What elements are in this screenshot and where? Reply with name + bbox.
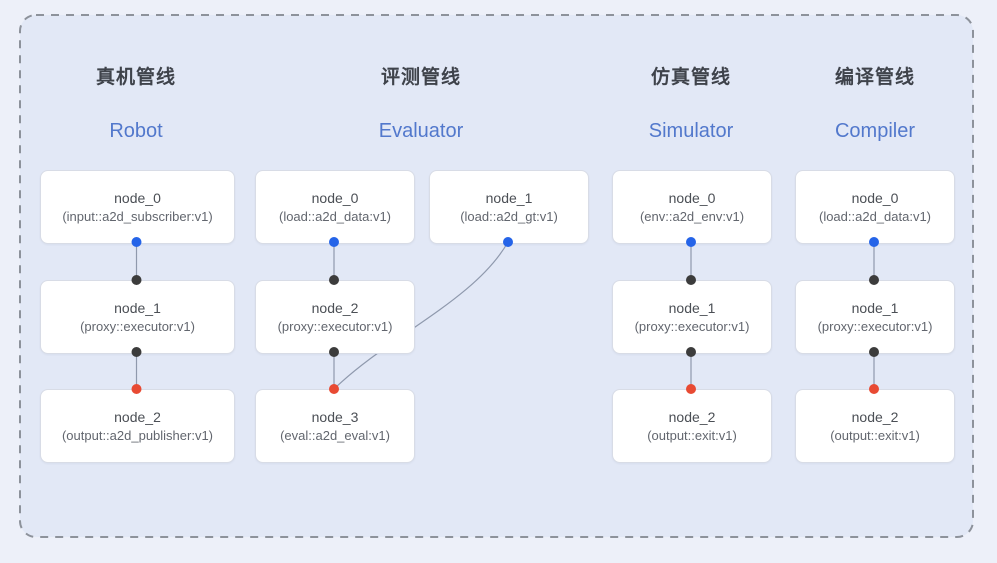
node-type: (input::a2d_subscriber:v1) bbox=[62, 209, 213, 224]
node-box-robot-node_1: node_1(proxy::executor:v1) bbox=[40, 280, 235, 354]
node-box-evaluator-node_0: node_0(load::a2d_data:v1) bbox=[255, 170, 415, 244]
node-type: (load::a2d_data:v1) bbox=[818, 209, 932, 224]
node-label: node_1 bbox=[851, 300, 899, 316]
node-type: (output::exit:v1) bbox=[647, 428, 737, 443]
pipeline-title-en-compiler: Compiler bbox=[834, 120, 916, 142]
node-box-simulator-node_2: node_2(output::exit:v1) bbox=[612, 389, 772, 463]
node-box-robot-node_2: node_2(output::a2d_publisher:v1) bbox=[40, 389, 235, 463]
pipeline-title-zh-simulator: 仿真管线 bbox=[650, 67, 732, 88]
node-box-evaluator-node_2: node_2(proxy::executor:v1) bbox=[255, 280, 415, 354]
node-type: (proxy::executor:v1) bbox=[277, 319, 393, 334]
node-label: node_3 bbox=[311, 409, 359, 425]
node-type: (proxy::executor:v1) bbox=[80, 319, 195, 334]
node-type: (proxy::executor:v1) bbox=[817, 319, 933, 334]
node-type: (proxy::executor:v1) bbox=[634, 319, 750, 334]
node-label: node_0 bbox=[311, 190, 359, 206]
node-box-compiler-node_2: node_2(output::exit:v1) bbox=[795, 389, 955, 463]
node-label: node_0 bbox=[114, 190, 161, 206]
node-type: (eval::a2d_eval:v1) bbox=[280, 428, 390, 443]
node-label: node_2 bbox=[851, 409, 899, 425]
node-box-simulator-node_1: node_1(proxy::executor:v1) bbox=[612, 280, 772, 354]
node-label: node_0 bbox=[851, 190, 899, 206]
node-label: node_1 bbox=[668, 300, 716, 316]
pipeline-title-en-evaluator: Evaluator bbox=[378, 120, 464, 142]
pipeline-title-en-simulator: Simulator bbox=[648, 120, 734, 142]
node-box-robot-node_0: node_0(input::a2d_subscriber:v1) bbox=[40, 170, 235, 244]
pipeline-title-zh-robot: 真机管线 bbox=[95, 67, 177, 88]
node-box-evaluator-node_1: node_1(load::a2d_gt:v1) bbox=[429, 170, 589, 244]
node-label: node_2 bbox=[114, 409, 161, 425]
node-box-evaluator-node_3: node_3(eval::a2d_eval:v1) bbox=[255, 389, 415, 463]
node-type: (env::a2d_env:v1) bbox=[639, 209, 745, 224]
node-type: (output::a2d_publisher:v1) bbox=[61, 428, 214, 443]
pipeline-title-en-robot: Robot bbox=[109, 120, 163, 142]
pipeline-title-zh-evaluator: 评测管线 bbox=[380, 67, 462, 88]
node-label: node_2 bbox=[668, 409, 716, 425]
node-label: node_2 bbox=[311, 300, 359, 316]
node-box-compiler-node_0: node_0(load::a2d_data:v1) bbox=[795, 170, 955, 244]
node-type: (load::a2d_data:v1) bbox=[278, 209, 392, 224]
node-box-simulator-node_0: node_0(env::a2d_env:v1) bbox=[612, 170, 772, 244]
pipeline-title-zh-compiler: 编译管线 bbox=[834, 67, 916, 88]
node-type: (load::a2d_gt:v1) bbox=[460, 209, 558, 224]
node-label: node_1 bbox=[114, 300, 161, 316]
node-type: (output::exit:v1) bbox=[830, 428, 920, 443]
node-label: node_1 bbox=[485, 190, 533, 206]
node-box-compiler-node_1: node_1(proxy::executor:v1) bbox=[795, 280, 955, 354]
node-label: node_0 bbox=[668, 190, 716, 206]
